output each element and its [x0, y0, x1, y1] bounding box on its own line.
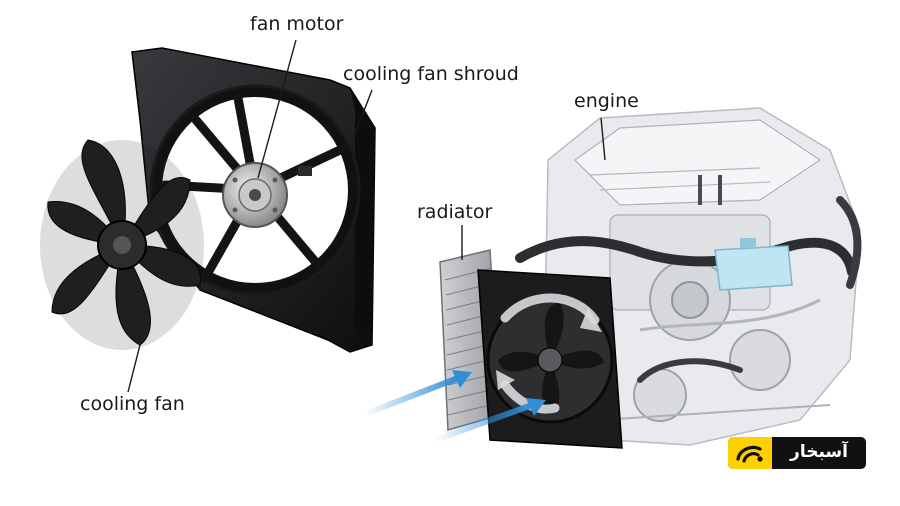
airflow-arrows [362, 370, 546, 443]
installed-fan-assembly [477, 269, 623, 449]
leader-engine [600, 117, 606, 161]
watermark-text: آسبخار [790, 442, 848, 462]
leader-lines [127, 39, 606, 393]
label-cooling-fan-shroud: cooling fan shroud [343, 63, 519, 85]
logo-mark-icon [728, 437, 772, 469]
leader-shroud [351, 89, 373, 143]
watermark-logo: آسبخار [728, 437, 866, 469]
label-radiator: radiator [417, 201, 493, 223]
cooling-fan [40, 139, 204, 350]
leader-fan-motor [257, 39, 297, 179]
engine [515, 107, 862, 446]
label-engine: engine [574, 90, 639, 112]
label-fan-motor: fan motor [250, 13, 344, 35]
label-cooling-fan: cooling fan [80, 393, 185, 415]
leader-cooling-fan [127, 344, 141, 393]
